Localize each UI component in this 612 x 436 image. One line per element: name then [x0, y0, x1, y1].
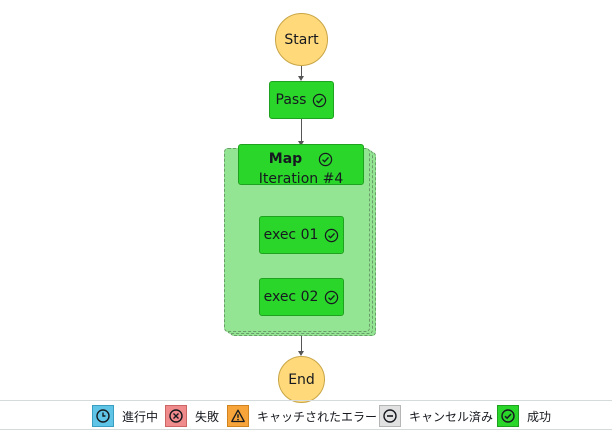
start-label: Start: [284, 31, 319, 48]
end-label: End: [288, 371, 315, 388]
pass-state-label: Pass: [275, 92, 307, 108]
map-state[interactable]: Map Iteration #4: [238, 144, 364, 187]
edge-arrow: [298, 141, 304, 146]
check-circle-icon: [312, 93, 327, 108]
minus-circle-icon: [379, 405, 401, 427]
exec01-state-label: exec 01: [263, 227, 319, 243]
map-iteration-label: Iteration #4: [258, 171, 344, 187]
exec01-state[interactable]: exec 01: [259, 216, 344, 254]
legend-item-cancelled: キャンセル済み: [379, 405, 493, 427]
legend-label: キャッチされたエラー: [257, 409, 378, 424]
check-circle-icon: [318, 152, 333, 167]
edge-arrow: [298, 76, 304, 81]
end-node[interactable]: End: [278, 356, 325, 403]
map-state-label: Map: [268, 151, 303, 167]
start-node[interactable]: Start: [275, 13, 328, 66]
pass-state[interactable]: Pass: [269, 81, 334, 119]
legend-label: キャンセル済み: [409, 409, 494, 424]
legend-item-caught-error: キャッチされたエラー: [227, 405, 377, 427]
check-circle-icon: [324, 228, 339, 243]
edge-arrow: [298, 351, 304, 356]
status-legend: 進行中 失敗 キャッチされたエラー キャンセル済み 成功: [0, 400, 612, 430]
workflow-graph: Start Pass Map Iteration #4 exec 01 exec…: [224, 13, 376, 403]
x-circle-icon: [165, 405, 187, 427]
legend-item-failed: 失敗: [165, 405, 219, 427]
check-circle-icon: [324, 290, 339, 305]
legend-item-in-progress: 進行中: [92, 405, 158, 427]
exec02-state[interactable]: exec 02: [259, 278, 344, 316]
check-circle-icon: [497, 405, 519, 427]
legend-item-succeeded: 成功: [497, 405, 551, 427]
edge-start-pass: [301, 65, 302, 79]
edge-map-end: [301, 335, 302, 353]
legend-label: 進行中: [122, 409, 159, 424]
legend-label: 成功: [527, 409, 552, 424]
clock-icon: [92, 405, 114, 427]
warning-icon: [227, 405, 249, 427]
exec02-state-label: exec 02: [263, 289, 319, 305]
edge-pass-map: [301, 119, 302, 145]
legend-label: 失敗: [195, 409, 220, 424]
